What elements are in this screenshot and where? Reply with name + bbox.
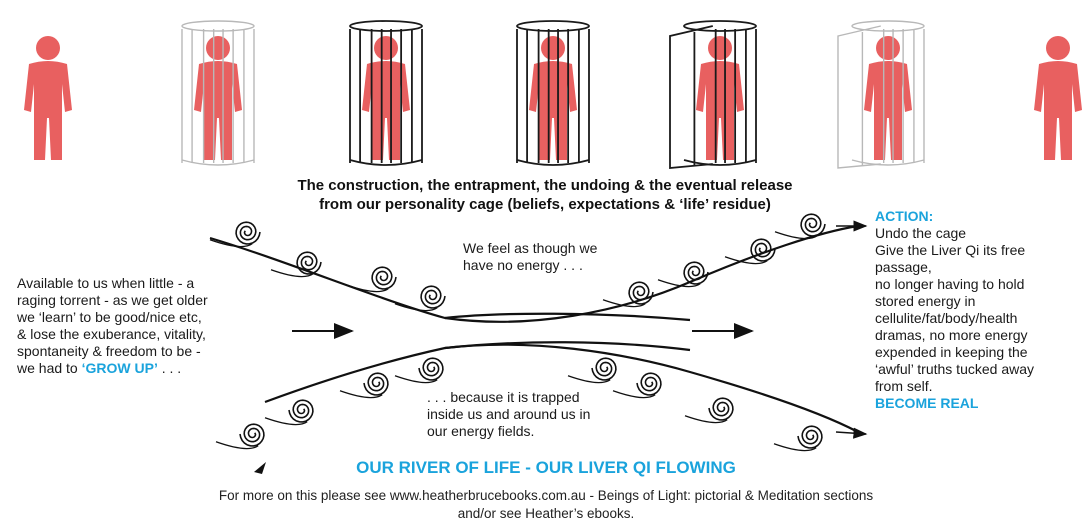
energy-swirl (568, 358, 616, 382)
footer-line-2: and/or see Heather’s ebooks. (0, 505, 1092, 523)
become-real-arrow (836, 432, 866, 434)
figure-stage (670, 21, 756, 168)
action-line: passage, (875, 259, 1034, 276)
energy-swirl (216, 424, 264, 448)
center-top-line: have no energy . . . (463, 257, 597, 274)
grow-up-highlight: ‘GROW UP’ (82, 360, 158, 376)
left-text-line: we ‘learn’ to be good/nice etc, (17, 309, 208, 326)
energy-swirl (210, 222, 260, 246)
left-text-line: Available to us when little - a (17, 275, 208, 292)
person-figure (864, 36, 912, 160)
energy-swirl (395, 286, 445, 310)
energy-swirl (395, 358, 443, 382)
action-line: from self. (875, 378, 1034, 395)
energy-swirl (346, 267, 396, 291)
person-figure (696, 36, 744, 160)
left-text: Available to us when little - a raging t… (17, 275, 208, 377)
footer-note: For more on this please see www.heatherb… (0, 487, 1092, 523)
energy-swirl (774, 426, 822, 450)
left-text-line-last: we had to ‘GROW UP’ . . . (17, 360, 208, 377)
person-figure (24, 36, 72, 160)
action-line: cellulite/fat/body/health (875, 310, 1034, 327)
energy-swirl (340, 373, 388, 397)
action-panel: ACTION: Undo the cage Give the Liver Qi … (875, 208, 1034, 412)
action-line: Undo the cage (875, 225, 1034, 242)
energy-swirl (685, 398, 733, 422)
center-top-line: We feel as though we (463, 240, 597, 257)
caption-line-2: from our personality cage (beliefs, expe… (230, 195, 860, 214)
figure-stage (350, 21, 422, 165)
energy-swirl (613, 373, 661, 397)
center-top-text: We feel as though we have no energy . . … (463, 240, 597, 274)
energy-swirl (271, 252, 321, 276)
person-figure (1034, 36, 1082, 160)
action-line: expended in keeping the (875, 344, 1034, 361)
person-figure (362, 36, 410, 160)
diagram-title: OUR RIVER OF LIFE - OUR LIVER QI FLOWING (0, 458, 1092, 478)
action-heading: ACTION: (875, 208, 1034, 225)
energy-swirl (775, 214, 825, 238)
become-real-label: BECOME REAL (875, 395, 1034, 412)
left-text-line: & lose the exuberance, vitality, (17, 326, 208, 343)
person-figure (529, 36, 577, 160)
figure-stage (517, 21, 589, 165)
center-bottom-text: . . . because it is trapped inside us an… (427, 389, 590, 440)
action-line: ‘awful’ truths tucked away (875, 361, 1034, 378)
figure-stage (838, 21, 924, 168)
action-line: dramas, no more energy (875, 327, 1034, 344)
left-text-prefix: we had to (17, 360, 82, 376)
center-bottom-line: . . . because it is trapped (427, 389, 590, 406)
left-text-suffix: . . . (158, 360, 181, 376)
left-text-line: raging torrent - as we get older (17, 292, 208, 309)
left-text-line: spontaneity & freedom to be - (17, 343, 208, 360)
figure-stage (182, 21, 254, 165)
figure-stage (1034, 36, 1082, 160)
person-figure (194, 36, 242, 160)
footer-line-1: For more on this please see www.heatherb… (0, 487, 1092, 505)
action-line: Give the Liver Qi its free (875, 242, 1034, 259)
figures-row (24, 21, 1082, 168)
stages-caption: The construction, the entrapment, the un… (230, 176, 860, 214)
energy-swirl (658, 262, 708, 286)
center-bottom-line: inside us and around us in (427, 406, 590, 423)
energy-swirl (265, 400, 313, 424)
caption-line-1: The construction, the entrapment, the un… (230, 176, 860, 195)
action-line: stored energy in (875, 293, 1034, 310)
action-line: no longer having to hold (875, 276, 1034, 293)
figure-stage (24, 36, 72, 160)
center-bottom-line: our energy fields. (427, 423, 590, 440)
